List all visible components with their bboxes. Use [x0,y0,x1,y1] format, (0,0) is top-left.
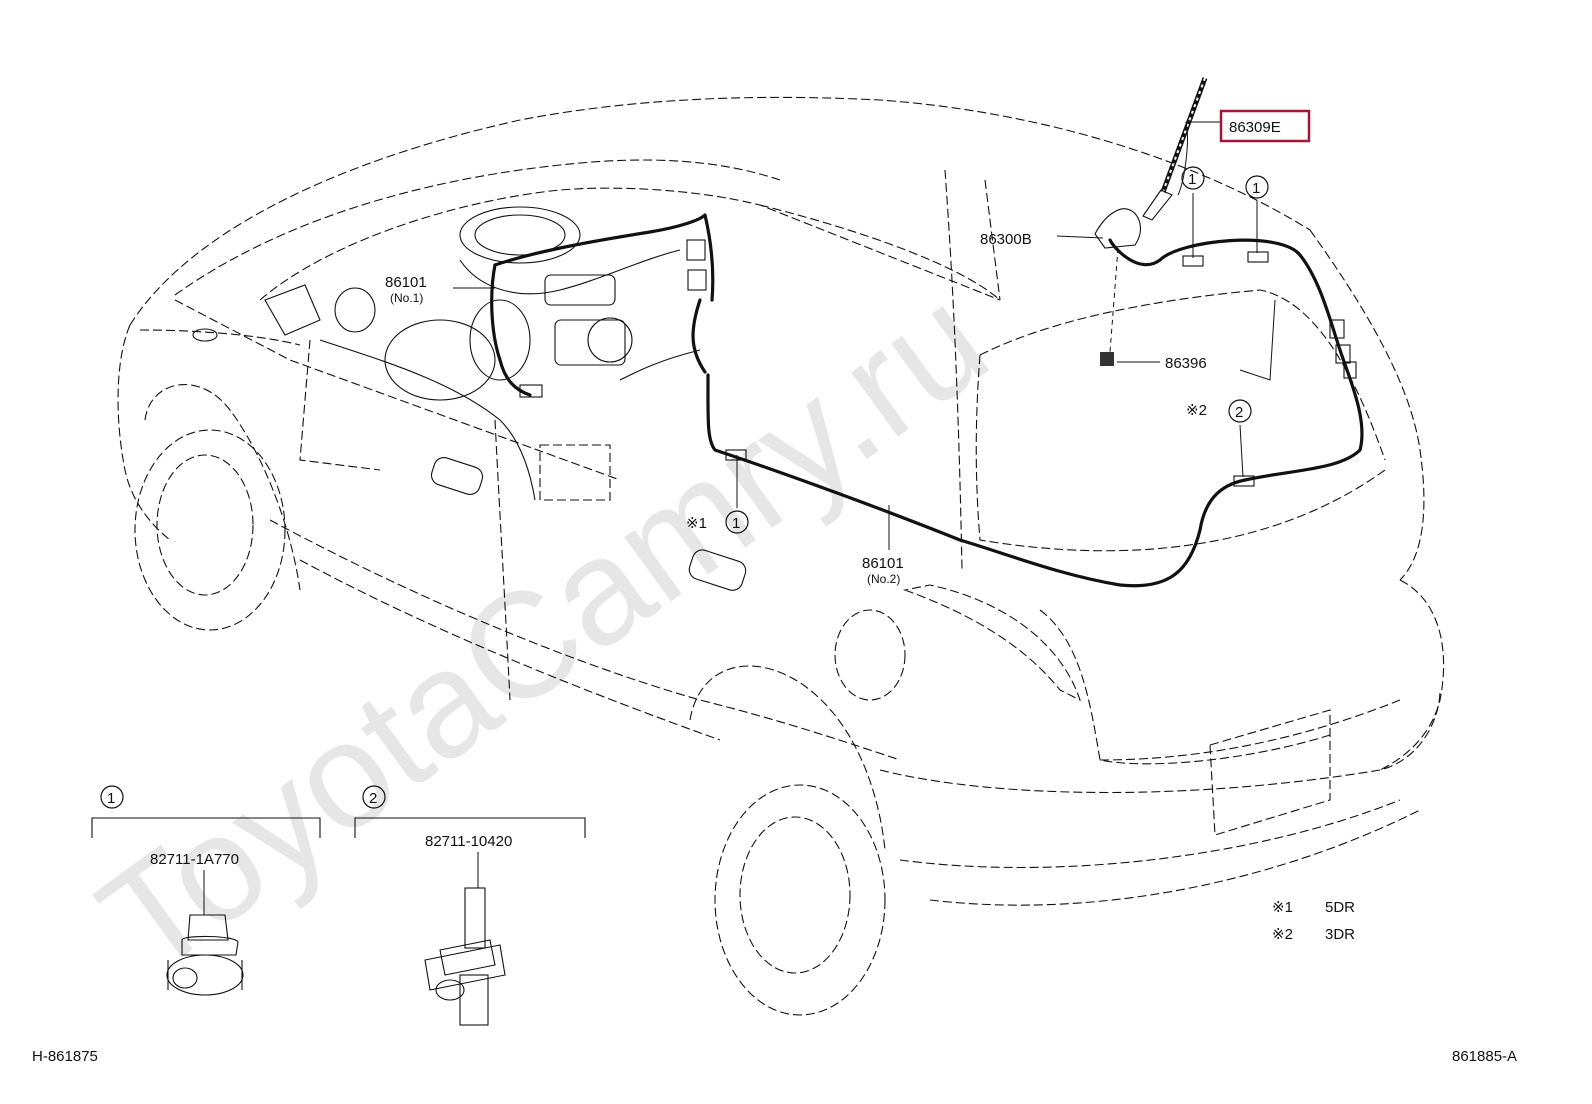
dashboard-outline [299,206,701,501]
svg-text:1: 1 [732,515,740,532]
car-body-outline [117,96,1445,1016]
diagram-code-right: 861885-A [1452,1048,1517,1065]
leader-lines [453,121,1276,550]
clip-2-detail: 2 82711-10420 [354,785,586,1026]
clip-1-icon [166,914,244,996]
clip-2-part-number[interactable]: 82711-10420 [425,833,512,850]
highlight-box[interactable] [1219,109,1311,143]
clip-1-callout: 1 [107,790,115,807]
svg-text:1: 1 [1188,171,1196,188]
part-label-antenna-base[interactable]: 86300B [980,231,1032,248]
antenna-base [1094,208,1141,366]
antenna-rod [1142,77,1208,221]
legend-mark-2: ※2 [1272,926,1293,943]
legend: ※1 5DR ※2 3DR [1272,899,1355,943]
callout-2-rear: ※2 2 [1186,399,1252,423]
svg-text:1: 1 [1252,180,1260,197]
part-label-cord-no1[interactable]: 86101 [385,274,427,291]
part-label-pad[interactable]: 86396 [1165,355,1207,372]
clip-1-detail: 1 82711-1A770 [91,785,321,996]
legend-mark-1: ※1 [1272,899,1293,916]
legend-text-2: 3DR [1325,926,1355,943]
clip-2-icon [424,887,506,1026]
note-mark-1: ※1 [686,515,707,532]
antenna-cord-no1-wire [490,213,715,398]
part-label-antenna-rod[interactable]: 86309E [1229,119,1281,136]
note-mark-2: ※2 [1186,402,1207,419]
wire-clip-markers [725,251,1269,487]
callout-1-roof-right: 1 [1245,175,1269,199]
antenna-cord-no2-wire [706,238,1364,588]
callout-1-door: ※1 1 [686,510,749,534]
pad-86396-shape [1100,352,1114,366]
part-label-cord-no2[interactable]: 86101 [862,555,904,572]
part-sublabel-cord-no1: (No.1) [390,291,423,305]
clip-1-part-number[interactable]: 82711-1A770 [150,851,239,868]
svg-text:2: 2 [1235,404,1243,421]
legend-text-1: 5DR [1325,899,1355,916]
diagram-code-left: H-861875 [32,1048,98,1065]
part-sublabel-cord-no2: (No.2) [867,572,900,586]
clip-2-callout: 2 [369,790,377,807]
callout-1-roof-left: 1 [1181,166,1205,190]
